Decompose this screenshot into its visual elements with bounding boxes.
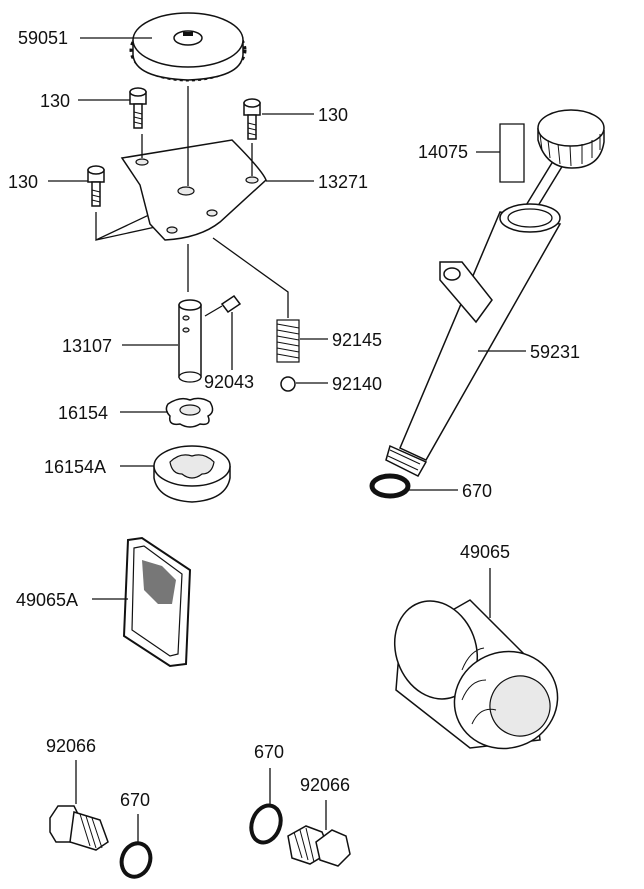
label-oil-gauge-tube: 59231 xyxy=(530,342,580,362)
label-pump-shaft: 13107 xyxy=(62,336,112,356)
o-ring-tube xyxy=(369,473,411,499)
inner-rotor xyxy=(165,397,214,428)
label-o-ring-left: 670 xyxy=(120,790,150,810)
outer-rotor xyxy=(153,445,231,503)
ball xyxy=(280,376,296,392)
o-ring-left xyxy=(119,841,153,879)
label-spring: 92145 xyxy=(332,330,382,350)
bolt-left-mid xyxy=(87,165,105,207)
label-ball: 92140 xyxy=(332,374,382,394)
oil-filter xyxy=(393,599,559,750)
label-pump-cover: 13271 xyxy=(318,172,368,192)
label-oil-filter: 49065 xyxy=(460,542,510,562)
oil-gauge-tube xyxy=(385,203,562,477)
label-bolt-left-mid: 130 xyxy=(8,172,38,192)
label-oil-gauge-cap: 14075 xyxy=(418,142,468,162)
label-o-ring-right: 670 xyxy=(254,742,284,762)
bolt-right-top xyxy=(243,98,261,140)
label-oil-filter-element: 49065A xyxy=(16,590,78,610)
label-oil-pump-gear: 59051 xyxy=(18,28,68,48)
label-o-ring-tube: 670 xyxy=(462,481,492,501)
oil-filter-element xyxy=(122,536,192,668)
pin xyxy=(204,294,242,317)
label-outer-rotor: 16154A xyxy=(44,457,106,477)
drain-plug-right xyxy=(287,825,351,867)
label-bolt-left-top: 130 xyxy=(40,91,70,111)
o-ring-right xyxy=(249,803,283,845)
pump-cover xyxy=(120,139,267,241)
label-drain-plug-left: 92066 xyxy=(46,736,96,756)
drain-plug-left xyxy=(49,805,109,851)
label-drain-plug-right: 92066 xyxy=(300,775,350,795)
oil-pump-gear xyxy=(129,12,247,82)
label-pin: 92043 xyxy=(204,372,254,392)
pump-shaft xyxy=(178,299,202,383)
spring xyxy=(276,319,300,363)
label-inner-rotor: 16154 xyxy=(58,403,108,423)
bolt-left-top xyxy=(129,87,147,129)
label-bolt-right-top: 130 xyxy=(318,105,348,125)
